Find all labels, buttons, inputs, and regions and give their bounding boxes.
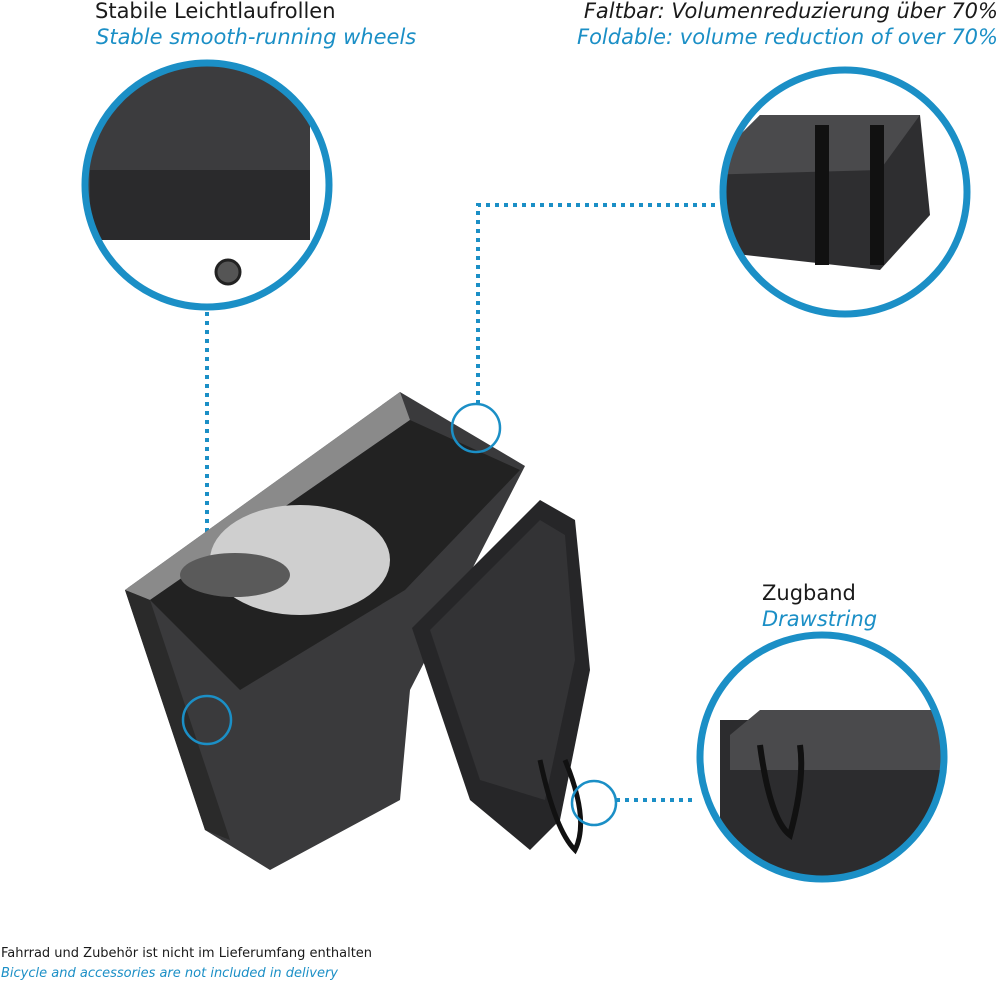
indicator-circles xyxy=(181,402,618,827)
foldable-label-en: Foldable: volume reduction of over 70% xyxy=(576,25,998,49)
wheels-label-de: Stabile Leichtlaufrollen xyxy=(95,0,336,23)
bike-saddle xyxy=(180,553,290,597)
drawstring-label-de: Zugband xyxy=(762,581,856,605)
disclaimer-de: Fahrrad und Zubehör ist nicht im Lieferu… xyxy=(1,946,373,961)
callout-lines xyxy=(205,203,718,802)
bike-case xyxy=(125,392,590,870)
wheels-label-en: Stable smooth-running wheels xyxy=(96,25,417,49)
detail-folded xyxy=(719,66,971,318)
drawstring-label-en: Drawstring xyxy=(762,607,878,631)
detail-wheels xyxy=(81,59,333,311)
detail-drawstring xyxy=(696,631,948,883)
disclaimer-en: Bicycle and accessories are not included… xyxy=(1,966,339,981)
drawstring-strap xyxy=(537,759,584,855)
foldable-label-de: Faltbar: Volumenreduzierung über 70% xyxy=(583,0,998,23)
